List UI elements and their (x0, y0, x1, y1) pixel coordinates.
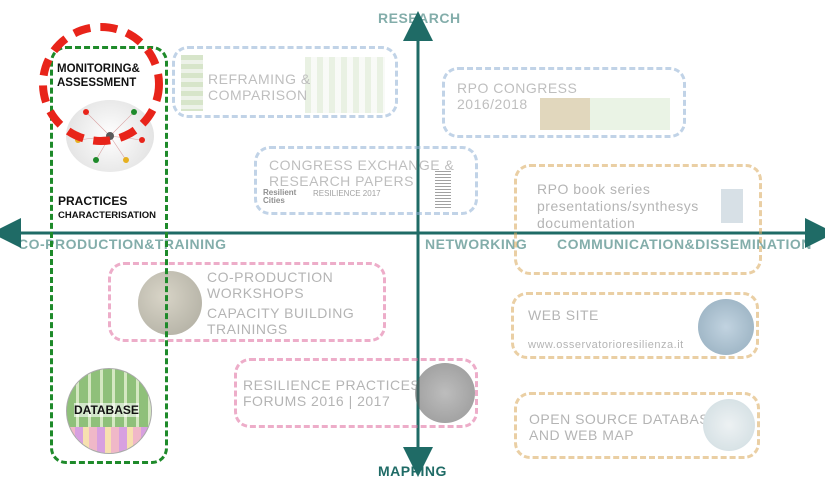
map-image (540, 98, 590, 130)
monitoring-label: MONITORING& ASSESSMENT (57, 63, 140, 89)
coproduction-label: CO-PRODUCTION WORKSHOPS (207, 269, 334, 301)
web-map-thumbnail (703, 399, 755, 451)
axis-networking-label: NETWORKING (425, 236, 528, 252)
book-series-label: RPO book series presentations/synthesys … (537, 181, 699, 231)
network-graph-image (66, 100, 154, 172)
book-series-box: RPO book series presentations/synthesys … (514, 164, 762, 275)
paper-thumbnail (435, 171, 451, 209)
axis-research-label: RESEARCH (378, 10, 461, 26)
website-box: WEB SITE www.osservatorioresilienza.it (511, 292, 759, 359)
capacity-label: CAPACITY BUILDING TRAININGS (207, 305, 355, 337)
database-lower-bars (67, 427, 151, 453)
forum-photo (415, 363, 475, 423)
reframing-graphic (305, 57, 385, 113)
website-title: WEB SITE (528, 307, 599, 323)
congress-exchange-box: CONGRESS EXCHANGE & RESEARCH PAPERS Resi… (254, 146, 478, 215)
characterisation-label: CHARACTERISATION (58, 210, 156, 221)
coproduction-box: CO-PRODUCTION WORKSHOPS CAPACITY BUILDIN… (108, 262, 386, 342)
database-label: DATABASE (74, 403, 139, 417)
rpo-congress-box: RPO CONGRESS 2016/2018 (442, 67, 686, 138)
congress-exchange-label: CONGRESS EXCHANGE & RESEARCH PAPERS (269, 157, 455, 189)
practices-label: PRACTICES (58, 194, 128, 208)
reframing-label: REFRAMING & COMPARISON (208, 71, 311, 103)
reframing-thumbnail (181, 55, 203, 111)
rpo-congress-label: RPO CONGRESS 2016/2018 (457, 80, 578, 112)
resilience-2017-logo: RESILIENCE 2017 (313, 189, 381, 198)
congress-poster-image (590, 98, 670, 130)
axis-mapping-label: MAPPING (378, 463, 447, 479)
resilient-cities-logo: Resilient Cities (263, 188, 297, 205)
forums-label: RESILIENCE PRACTICES FORUMS 2016 | 2017 (243, 377, 421, 409)
reframing-box: REFRAMING & COMPARISON (172, 46, 398, 118)
axis-communication-label: COMMUNICATION&DISSEMINATION (557, 236, 812, 252)
forums-box: RESILIENCE PRACTICES FORUMS 2016 | 2017 (234, 358, 478, 428)
book-cover (721, 189, 743, 223)
opensource-label: OPEN SOURCE DATABASE AND WEB MAP (529, 411, 719, 443)
axis-coproduction-label: CO-PRODUCTION&TRAINING (18, 236, 227, 252)
website-screenshot (698, 299, 754, 355)
workshop-photo (138, 271, 202, 335)
website-url: www.osservatorioresilienza.it (528, 339, 684, 351)
opensource-box: OPEN SOURCE DATABASE AND WEB MAP (514, 392, 760, 459)
